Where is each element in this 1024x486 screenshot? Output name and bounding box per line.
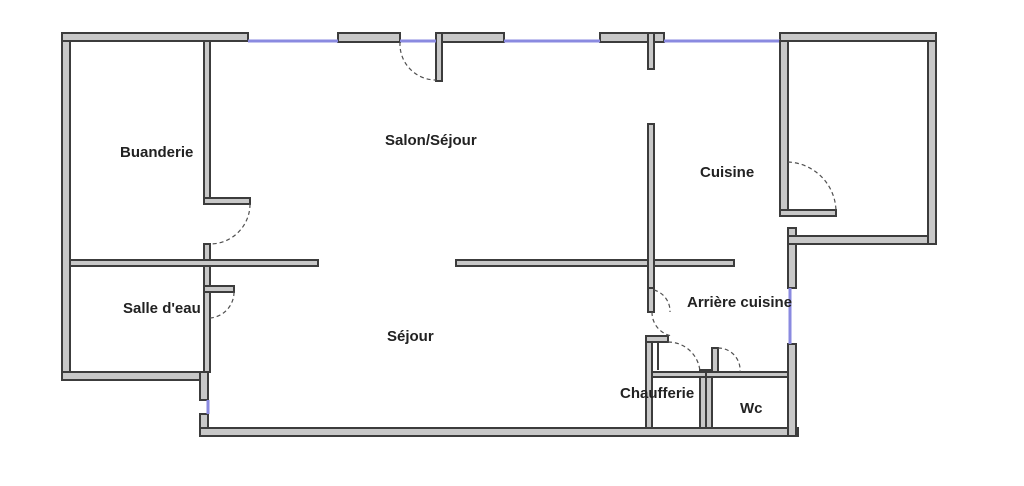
wall-bottom	[199, 427, 799, 437]
wall-chaufferie-left	[645, 335, 653, 429]
wall-cuisine-door-stub	[779, 209, 837, 217]
door-arc-buanderie	[209, 203, 251, 245]
wall-cuisine-right	[779, 40, 789, 214]
wall-mid-horizontal	[455, 259, 735, 267]
wall-wc-top	[705, 371, 789, 378]
interior-walls	[69, 40, 837, 429]
wall-stub-top	[435, 32, 443, 82]
windows	[206, 39, 792, 414]
wall-buanderie-right-upper	[203, 40, 211, 202]
wall-arriere-left-stub	[647, 287, 655, 313]
wall-right-mid	[787, 227, 797, 289]
wall-buanderie-door-stub	[203, 197, 251, 205]
wall-right-lower	[787, 343, 797, 437]
door-arc-wc	[717, 347, 741, 373]
wall-cuisine-left	[647, 123, 655, 289]
room-label-chaufferie: Chaufferie	[620, 385, 695, 402]
door-arc-arriere	[653, 289, 671, 313]
room-label-salle-deau: Salle d'eau	[123, 300, 201, 317]
door-arc-chaufferie	[667, 341, 701, 373]
wall-salle-deau-right	[203, 285, 211, 373]
doors	[209, 41, 837, 373]
wall-chaufferie-top	[651, 371, 707, 378]
wall-cuisine-bottom	[787, 235, 937, 245]
room-label-cuisine: Cuisine	[700, 164, 755, 181]
wall-left-outer	[61, 32, 71, 381]
room-label-buanderie: Buanderie	[120, 144, 194, 161]
wall-top-seg-2	[435, 32, 505, 43]
wall-left-step	[199, 371, 209, 401]
wall-top-seg-1	[337, 32, 401, 43]
room-label-salon-sejour: Salon/Séjour	[385, 132, 477, 149]
door-arc-entry	[399, 41, 437, 81]
wall-top-seg-3	[599, 32, 665, 43]
wall-wc-left	[705, 369, 713, 429]
wall-right-outer	[927, 32, 937, 245]
wall-stub-top-2	[647, 32, 655, 70]
door-arc-salle-deau	[209, 291, 235, 319]
exterior-walls	[61, 32, 937, 437]
wall-bottom-left	[61, 371, 209, 381]
wall-top-right	[779, 32, 937, 42]
wall-wc-door-stub	[711, 347, 719, 373]
wall-buanderie-bottom	[69, 259, 319, 267]
wall-salle-deau-door-stub	[203, 285, 235, 293]
room-label-sejour: Séjour	[387, 328, 434, 345]
room-label-arriere-cuisine: Arrière cuisine	[687, 294, 793, 311]
wall-chaufferie-door-stub	[645, 335, 669, 343]
room-label-wc: Wc	[740, 400, 763, 417]
door-arc-cuisine	[787, 161, 837, 213]
door-arc-arriere-2	[651, 311, 673, 337]
wall-top-left	[61, 32, 249, 42]
